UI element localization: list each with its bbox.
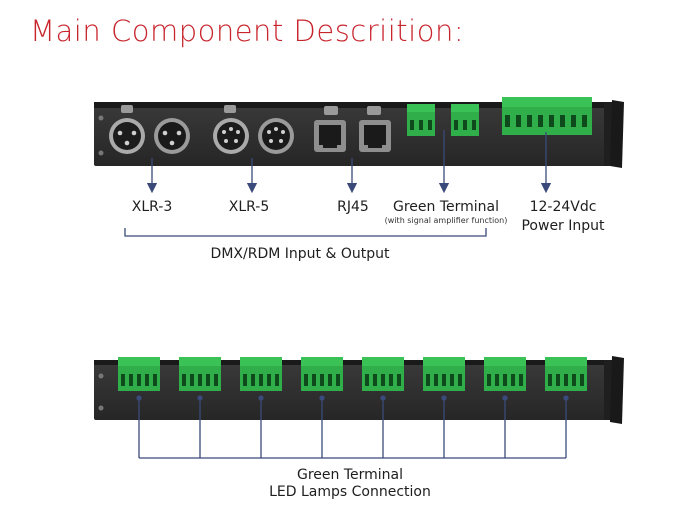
rj45-connectors <box>314 106 391 152</box>
output-connection-dot <box>197 395 203 401</box>
rj45-label: RJ45 <box>337 199 369 215</box>
page-title: Main Component Descriition: <box>30 14 465 48</box>
output-terminal-block <box>240 357 282 391</box>
power-terminal-slot <box>549 115 554 127</box>
output-terminal-block <box>301 357 343 391</box>
power-terminal-slot <box>538 115 543 127</box>
output-connection-dot <box>441 395 447 401</box>
output-connection-dot <box>502 395 508 401</box>
output-terminal-block <box>118 357 160 391</box>
top-arrows <box>146 130 552 194</box>
power-terminal-slot <box>516 115 521 127</box>
output-terminal-label-line2: LED Lamps Connection <box>269 484 431 500</box>
dmx-rdm-label: DMX/RDM Input & Output <box>210 246 390 262</box>
output-connection-dot <box>380 395 386 401</box>
output-terminal-block <box>423 357 465 391</box>
output-terminal-block <box>545 357 587 391</box>
output-terminal-block <box>484 357 526 391</box>
green-terminal-note: (with signal amplifier function) <box>384 216 508 225</box>
power-input-label-line2: Power Input <box>521 218 605 234</box>
bottom-device-panel <box>94 356 624 424</box>
output-terminal-label-line1: Green Terminal <box>296 467 404 483</box>
xlr5-connectors <box>213 105 294 154</box>
xlr3-label: XLR-3 <box>131 199 173 215</box>
power-terminal-slot <box>505 115 510 127</box>
power-input-terminal <box>502 97 592 135</box>
signal-green-terminals <box>407 104 479 136</box>
output-terminal-block <box>179 357 221 391</box>
output-connection-dot <box>319 395 325 401</box>
output-green-terminals <box>118 357 587 391</box>
power-terminal-slot <box>560 115 565 127</box>
xlr3-connectors <box>109 105 190 154</box>
output-connection-dot <box>258 395 264 401</box>
output-terminal-block <box>362 357 404 391</box>
power-terminal-slot <box>582 115 587 127</box>
output-connection-dot <box>563 395 569 401</box>
xlr5-label: XLR-5 <box>228 199 270 215</box>
power-input-label-line1: 12-24Vdc <box>529 199 597 215</box>
green-terminal-label: Green Terminal <box>392 199 500 215</box>
power-terminal-slot <box>527 115 532 127</box>
output-connection-dot <box>136 395 142 401</box>
dmx-bracket <box>124 228 487 237</box>
power-terminal-slot <box>571 115 576 127</box>
output-connection-lines <box>136 395 569 459</box>
